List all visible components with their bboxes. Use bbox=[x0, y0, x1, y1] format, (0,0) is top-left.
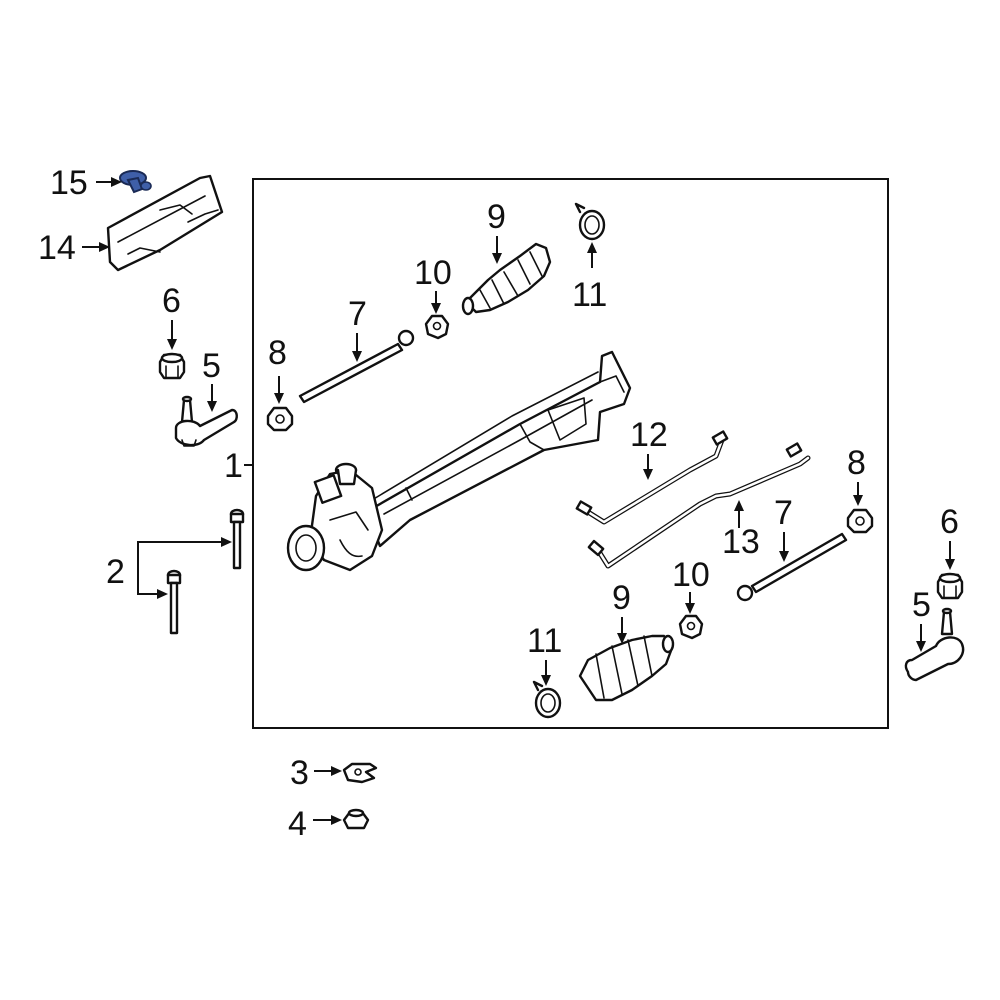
part-4-nut[interactable] bbox=[342, 808, 370, 830]
part-2-bolt-lower[interactable] bbox=[166, 569, 182, 635]
callout-5-right: 5 bbox=[912, 586, 931, 624]
callout-8-bottom: 8 bbox=[847, 444, 866, 482]
callout-15: 15 bbox=[50, 164, 88, 202]
callout-10-bottom: 10 bbox=[672, 556, 710, 594]
part-8-nut-top[interactable] bbox=[266, 406, 294, 432]
callout-1: 1 bbox=[224, 447, 243, 485]
callout-6-left: 6 bbox=[162, 282, 181, 320]
part-7-inner-tie-rod-top[interactable] bbox=[298, 329, 415, 404]
part-8-nut-bottom[interactable] bbox=[846, 508, 874, 534]
callout-2: 2 bbox=[106, 553, 125, 591]
callout-3: 3 bbox=[290, 754, 309, 792]
callout-8-top: 8 bbox=[268, 334, 287, 372]
part-15-bolt-highlighted[interactable] bbox=[119, 170, 152, 194]
part-5-tie-rod-end-left[interactable] bbox=[174, 395, 238, 447]
steering-rack-housing[interactable] bbox=[286, 350, 632, 572]
callout-5-left: 5 bbox=[202, 347, 221, 385]
part-12-pressure-line[interactable] bbox=[575, 430, 729, 525]
callout-11-top: 11 bbox=[572, 276, 607, 314]
callout-10-top: 10 bbox=[414, 254, 452, 292]
callout-13: 13 bbox=[722, 523, 760, 561]
part-13-return-line[interactable] bbox=[587, 442, 811, 569]
callout-14: 14 bbox=[38, 229, 76, 267]
part-5-tie-rod-end-right[interactable] bbox=[904, 607, 965, 682]
callout-4: 4 bbox=[288, 805, 307, 843]
part-6-nut-left[interactable] bbox=[158, 352, 186, 380]
part-10-jam-nut-bottom[interactable] bbox=[678, 614, 704, 640]
part-11-clamp-bottom[interactable] bbox=[532, 680, 562, 719]
callout-12: 12 bbox=[630, 416, 668, 454]
part-14-heat-shield[interactable] bbox=[106, 174, 224, 272]
part-6-nut-right[interactable] bbox=[936, 572, 964, 600]
assembly-frame bbox=[252, 178, 889, 729]
callout-7-bottom: 7 bbox=[774, 494, 793, 532]
callout-9-bottom: 9 bbox=[612, 579, 631, 617]
part-2-bolt-upper[interactable] bbox=[229, 508, 245, 570]
callout-6-right: 6 bbox=[940, 503, 959, 541]
callout-7-top: 7 bbox=[348, 295, 367, 333]
part-9-boot-top[interactable] bbox=[461, 242, 552, 316]
part-3-clip[interactable] bbox=[342, 762, 378, 784]
part-7-inner-tie-rod-bottom[interactable] bbox=[736, 532, 848, 602]
callout-11-bottom: 11 bbox=[527, 622, 562, 660]
part-9-boot-bottom[interactable] bbox=[578, 634, 675, 702]
callout-9-top: 9 bbox=[487, 198, 506, 236]
part-10-jam-nut-top[interactable] bbox=[424, 314, 450, 340]
part-11-clamp-top[interactable] bbox=[574, 202, 606, 241]
